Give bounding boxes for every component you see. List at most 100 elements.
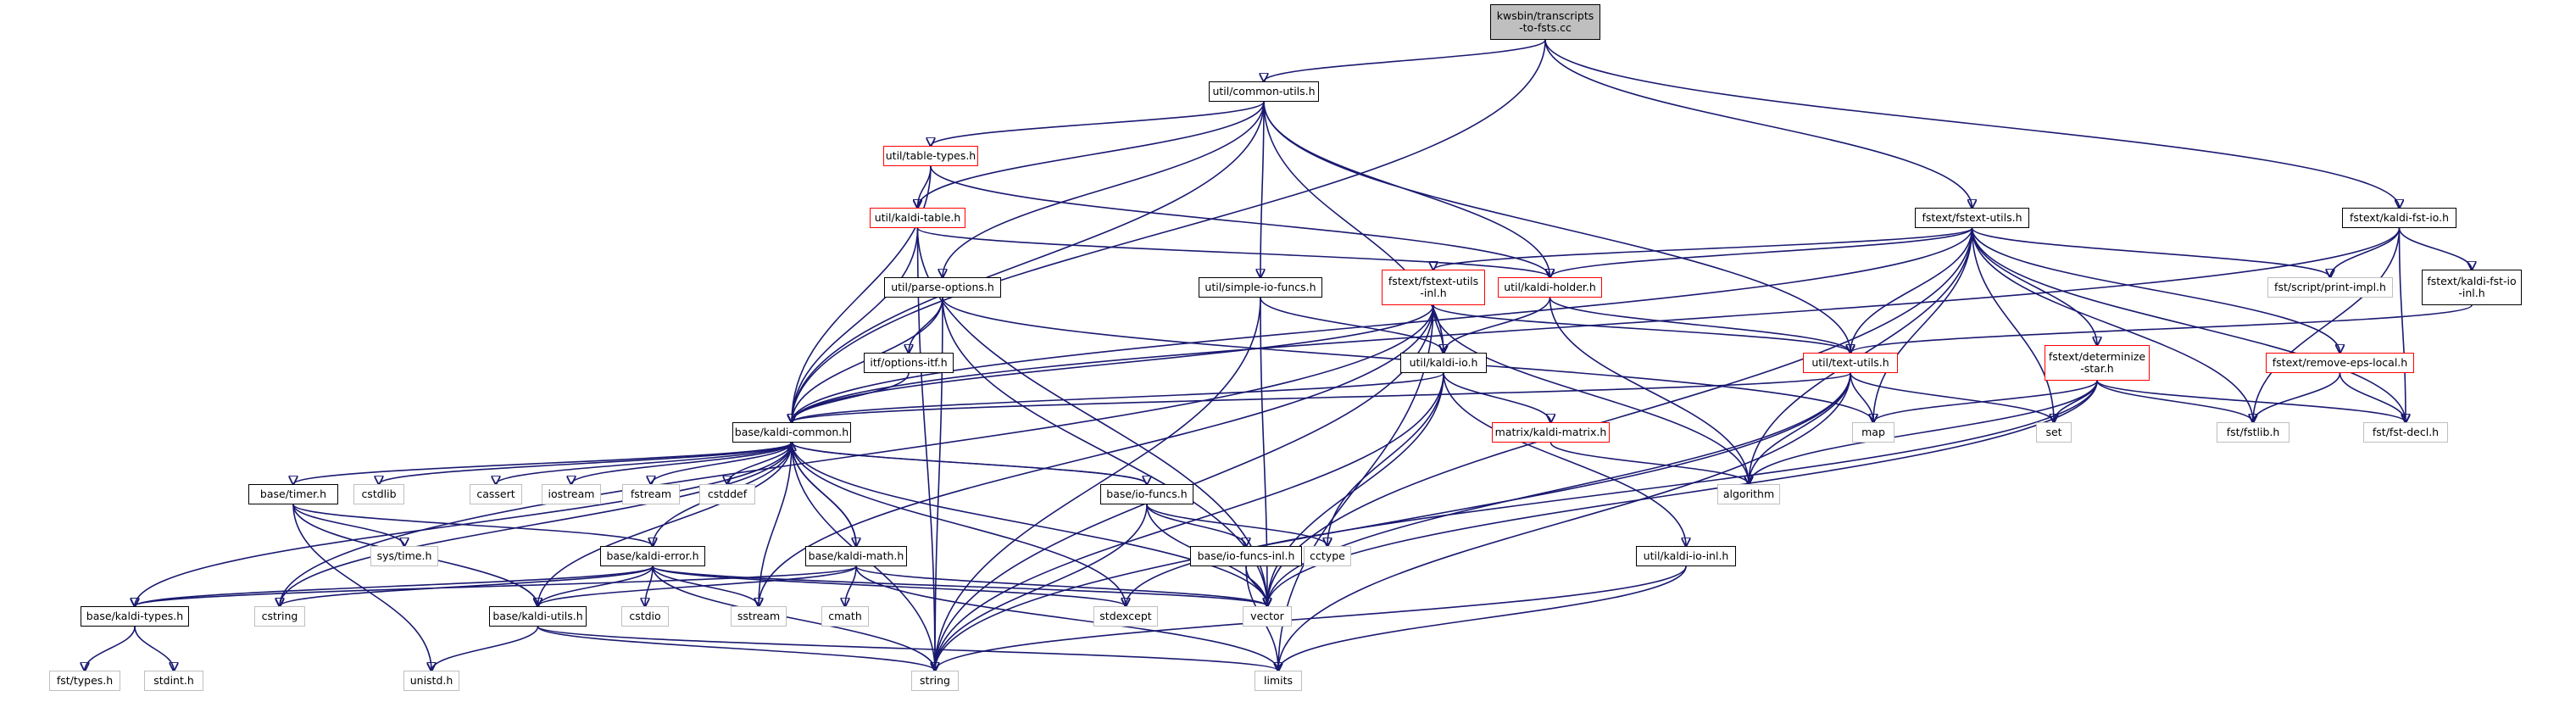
edge-kaldi_common-to-cassert (496, 442, 793, 484)
node-text-utils[interactable]: util/text-utils.h (1803, 353, 1898, 373)
node-cstdlib[interactable]: cstdlib (353, 484, 404, 504)
node-fstream[interactable]: fstream (622, 484, 680, 504)
edge-root-to-kaldi_common (792, 39, 1546, 422)
node-fstlib[interactable]: fst/fstlib.h (2217, 422, 2289, 443)
node-unistd[interactable]: unistd.h (403, 671, 459, 691)
edge-determinize_star-to-fstlib (2096, 380, 2253, 422)
edge-fstext_utils-to-text_utils (1850, 227, 1973, 353)
node-sstream[interactable]: sstream (731, 606, 787, 627)
edge-kaldi_fst_io-to-print_impl (2330, 227, 2401, 277)
edge-parse_options-to-itf_options (909, 297, 943, 353)
edge-itf_options-to-kaldi_common (792, 372, 910, 422)
edge-table_types-to-kaldi_holder (930, 165, 1550, 277)
node-cstring[interactable]: cstring (254, 606, 305, 627)
node-fst-decl[interactable]: fst/fst-decl.h (2363, 422, 2448, 443)
edge-kaldi_io_inl-to-limits (1278, 566, 1687, 671)
edge-kaldi_common-to-cstdlib (379, 442, 793, 484)
edge-io_funcs-to-kaldi_common (792, 443, 1148, 485)
edge-determinize_star-to-stdexcept (1126, 380, 2098, 606)
edge-fstext_utils-to-fstext_utils_inl (1433, 227, 1973, 270)
edge-timer-to-systime (292, 504, 404, 546)
edge-io_funcs-to-io_funcs_inl (1146, 504, 1246, 546)
node-set[interactable]: set (2036, 422, 2072, 443)
edge-fstext_utils_inl-to-algorithm (1433, 304, 1749, 484)
edge-kaldi_math-to-limits (855, 566, 1278, 671)
edge-fstext_utils-to-set (1971, 227, 2055, 422)
node-cstddef[interactable]: cstddef (699, 484, 755, 504)
edge-fstext_utils-to-kaldi_common (792, 227, 1973, 422)
node-kaldi-holder[interactable]: util/kaldi-holder.h (1498, 277, 1602, 298)
node-cassert[interactable]: cassert (470, 484, 522, 504)
edge-kaldi_error-to-cstring (280, 566, 654, 606)
node-algorithm[interactable]: algorithm (1717, 484, 1780, 504)
edge-kaldi_io-to-cctype (1327, 372, 1444, 546)
edge-kaldi_error-to-kaldi_types (135, 566, 654, 606)
node-kaldi-io[interactable]: util/kaldi-io.h (1400, 353, 1487, 373)
edge-io_funcs-to-string (935, 504, 1148, 671)
node-table-types[interactable]: util/table-types.h (883, 146, 978, 166)
edge-fstext_utils-to-fstlib (1971, 227, 2254, 422)
node-kaldi-io-inl[interactable]: util/kaldi-io-inl.h (1636, 546, 1736, 566)
edge-kaldi_holder-to-text_utils (1549, 297, 1851, 353)
node-kaldi-math[interactable]: base/kaldi-math.h (805, 546, 907, 566)
edge-kaldi_error-to-string (652, 566, 935, 671)
edge-kaldi_math-to-vector (855, 566, 1267, 606)
edge-kaldi_common-to-timer (293, 442, 793, 484)
node-cmath[interactable]: cmath (821, 606, 869, 627)
edge-timer-to-kaldi_error (292, 504, 653, 546)
edge-common_utils-to-kaldi_common (792, 101, 1265, 422)
edge-fstext_utils-to-fst_decl (1971, 227, 2406, 422)
edge-remove_eps-to-fst_decl (2339, 372, 2406, 422)
edge-kaldi_fst_io-to-kaldi_fst_io_inl (2398, 227, 2473, 270)
node-fstext-utils-inl[interactable]: fstext/fstext-utils -inl.h (1382, 270, 1485, 305)
node-stdexcept[interactable]: stdexcept (1093, 606, 1158, 627)
node-stdint[interactable]: stdint.h (144, 671, 203, 691)
node-vector[interactable]: vector (1243, 606, 1292, 627)
node-io-funcs[interactable]: base/io-funcs.h (1100, 484, 1193, 504)
edge-remove_eps-to-fstlib (2253, 372, 2341, 422)
node-kaldi-matrix[interactable]: matrix/kaldi-matrix.h (1492, 422, 1610, 443)
node-simple-io-funcs[interactable]: util/simple-io-funcs.h (1199, 277, 1322, 298)
edge-fstext_utils_inl-to-text_utils (1433, 304, 1850, 353)
node-map[interactable]: map (1852, 422, 1894, 443)
node-kaldi-error[interactable]: base/kaldi-error.h (600, 546, 705, 566)
node-kaldi-fst-io[interactable]: fstext/kaldi-fst-io.h (2342, 208, 2456, 228)
node-kaldi-types[interactable]: base/kaldi-types.h (81, 606, 189, 627)
edge-kaldi_math-to-kaldi_common (792, 443, 857, 547)
edge-root-to-fstext_utils (1544, 39, 1972, 208)
node-parse-options[interactable]: util/parse-options.h (884, 277, 1001, 298)
node-itf-options[interactable]: itf/options-itf.h (864, 353, 954, 373)
node-timer[interactable]: base/timer.h (248, 484, 338, 504)
edge-kaldi_types-to-stdint (134, 626, 174, 671)
node-fst-types[interactable]: fst/types.h (49, 671, 120, 691)
node-cstdio[interactable]: cstdio (621, 606, 669, 627)
edge-common_utils-to-text_utils (1263, 101, 1850, 353)
node-string[interactable]: string (911, 671, 959, 691)
edge-determinize_star-to-algorithm (1749, 380, 2098, 484)
edge-fstext_utils-to-kaldi_holder (1550, 227, 1973, 277)
edge-common_utils-to-parse_options (943, 101, 1265, 277)
edge-kaldi_io-to-kaldi_io_inl (1443, 372, 1686, 546)
node-kaldi-common[interactable]: base/kaldi-common.h (732, 422, 851, 443)
edge-kaldi_holder-to-kaldi_io (1444, 297, 1551, 353)
node-print-impl[interactable]: fst/script/print-impl.h (2267, 277, 2393, 298)
node-remove-eps-local[interactable]: fstext/remove-eps-local.h (2266, 353, 2414, 373)
node-sys-time[interactable]: sys/time.h (370, 546, 438, 566)
edge-io_funcs-to-cctype (1146, 504, 1327, 546)
node-limits[interactable]: limits (1255, 671, 1302, 691)
edge-fstext_utils_inl-to-kaldi_common (792, 304, 1434, 422)
node-common-utils[interactable]: util/common-utils.h (1209, 81, 1319, 102)
node-determinize-star[interactable]: fstext/determinize -star.h (2045, 345, 2150, 381)
edge-simple_io-to-kaldi_io (1260, 297, 1444, 353)
node-io-funcs-inl[interactable]: base/io-funcs-inl.h (1190, 546, 1302, 566)
edge-kaldi_error-to-cstdio (645, 566, 654, 606)
node-kaldi-utils[interactable]: base/kaldi-utils.h (489, 606, 587, 627)
node-cctype[interactable]: cctype (1304, 546, 1351, 566)
node-kaldi-fst-io-inl[interactable]: fstext/kaldi-fst-io -inl.h (2422, 270, 2522, 305)
node-kaldi-table[interactable]: util/kaldi-table.h (870, 208, 965, 228)
node-fstext-utils[interactable]: fstext/fstext-utils.h (1915, 208, 2029, 228)
node-iostream[interactable]: iostream (542, 484, 601, 504)
edge-root-to-common_utils (1264, 39, 1546, 81)
edge-fstext_utils-to-vector (1267, 227, 1973, 606)
